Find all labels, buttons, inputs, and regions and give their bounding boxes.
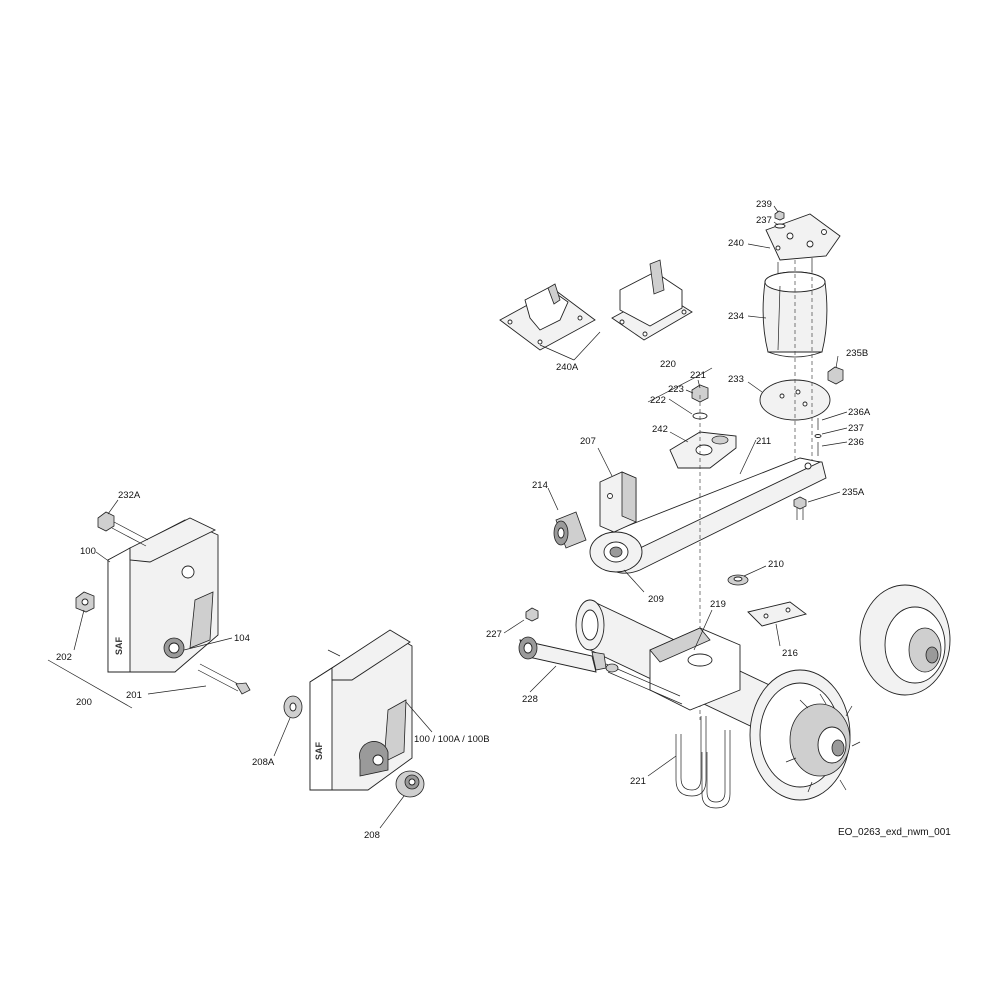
- hanger-bracket-100-set: SAF: [309, 629, 413, 791]
- label-214: 214: [532, 480, 548, 491]
- brake-drum: [859, 584, 951, 696]
- shim-216: [747, 601, 808, 627]
- label-240: 240: [728, 238, 744, 249]
- nut-239-washer-237: [774, 210, 786, 229]
- label-211: 211: [756, 436, 771, 447]
- axle-beam: [575, 599, 781, 741]
- drawing-id: EO_0263_exd_nwm_001: [838, 827, 951, 838]
- label-219: 219: [710, 599, 726, 610]
- label-227: 227: [486, 629, 502, 640]
- bolt-235A: [793, 496, 807, 520]
- label-223: 223: [668, 384, 684, 395]
- label-208A: 208A: [252, 757, 275, 768]
- label-222: 222: [650, 395, 666, 406]
- label-236A: 236A: [848, 407, 871, 418]
- label-236: 236: [848, 437, 864, 448]
- bolts-236-236A-237: [814, 418, 822, 456]
- label-220: 220: [660, 359, 676, 370]
- label-234: 234: [728, 311, 744, 322]
- label-233: 233: [728, 374, 744, 385]
- label-228: 228: [522, 694, 538, 705]
- label-209: 209: [648, 594, 664, 605]
- saf-logo: SAF: [114, 636, 124, 655]
- pin-219: [605, 663, 683, 705]
- label-232A: 232A: [118, 490, 141, 501]
- label-104: 104: [234, 633, 250, 644]
- nut-223-washer-222: [691, 384, 709, 420]
- label-221-top: 221: [690, 370, 706, 381]
- bolt-232A: [97, 511, 149, 547]
- bracket-240A-right: [611, 259, 693, 341]
- label-201: 201: [126, 690, 142, 701]
- top-plate-240: [765, 213, 841, 261]
- washer-208A: [283, 695, 303, 719]
- washer-210: [727, 574, 749, 586]
- bushing-214: [553, 511, 587, 549]
- eccentric-washer-208: [395, 770, 425, 798]
- leader-lines: [47, 205, 848, 829]
- label-100: 100: [80, 546, 96, 557]
- nut-235B: [827, 366, 844, 385]
- nut-202: [75, 591, 95, 613]
- part-labels: 239 237 240 234 240A 235B 220 221 223 22…: [56, 199, 871, 841]
- label-239: 239: [756, 199, 772, 210]
- bolt-201: [197, 663, 251, 695]
- label-240A: 240A: [556, 362, 579, 373]
- label-242: 242: [652, 424, 668, 435]
- label-216: 216: [782, 648, 798, 659]
- air-spring-234: [762, 258, 828, 358]
- label-237-bottom: 237: [848, 423, 864, 434]
- hanger-bracket-100: SAF: [107, 517, 219, 673]
- bracket-240A-left: [499, 283, 596, 351]
- label-207: 207: [580, 436, 596, 447]
- bolt-227: [525, 607, 539, 622]
- label-235A: 235A: [842, 487, 865, 498]
- label-221-bottom: 221: [630, 776, 646, 787]
- saf-logo-2: SAF: [314, 741, 324, 760]
- brake-disc-hub: [749, 669, 861, 801]
- label-202: 202: [56, 652, 72, 663]
- label-237-top: 237: [756, 215, 772, 226]
- bracket-207: [599, 471, 637, 533]
- label-210: 210: [768, 559, 784, 570]
- label-235B: 235B: [846, 348, 868, 359]
- u-bolts-221: [675, 716, 731, 809]
- label-200: 200: [76, 697, 92, 708]
- label-100-100A-100B: 100 / 100A / 100B: [414, 734, 490, 745]
- label-208: 208: [364, 830, 380, 841]
- trailing-arm-211: [589, 457, 827, 574]
